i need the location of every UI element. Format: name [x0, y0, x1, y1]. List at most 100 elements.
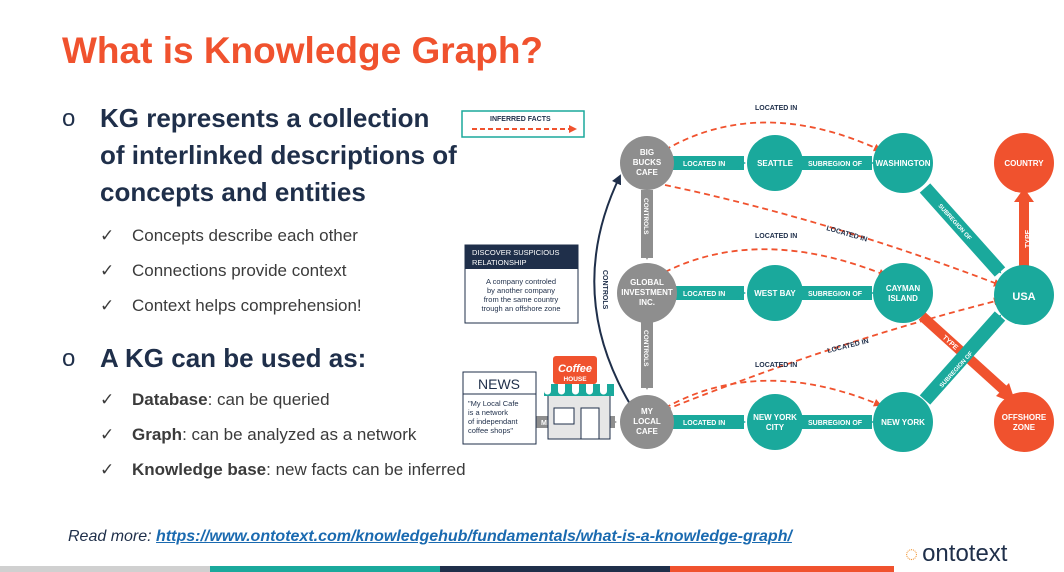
checkmark-icon: ✓ [100, 296, 115, 315]
edge-label-located-in: LOCATED IN [683, 420, 725, 427]
list-item-text: : new facts can be inferred [266, 460, 466, 479]
node-west-bay: WEST BAY [747, 265, 803, 321]
list-item-bold: Knowledge base [132, 460, 267, 479]
ontotext-logo: ◌ontotext [905, 540, 1007, 568]
discover-relationship-box: DISCOVER SUSPICIOUS RELATIONSHIP A compa… [464, 244, 579, 324]
svg-text:WEST BAY: WEST BAY [754, 289, 796, 298]
node-usa: USA [994, 265, 1054, 325]
list-item-text: Connections provide context [132, 261, 347, 280]
svg-text:COUNTRY: COUNTRY [1004, 159, 1044, 168]
svg-text:CAYMAN: CAYMAN [886, 284, 921, 293]
edge-label-subregion-of: SUBREGION OF [808, 291, 863, 298]
svg-text:CAFE: CAFE [636, 427, 658, 436]
svg-text:BUCKS: BUCKS [633, 158, 662, 167]
checkmark-icon: ✓ [100, 425, 115, 444]
edge-label-located-in: LOCATED IN [755, 233, 797, 240]
svg-text:BIG: BIG [640, 148, 654, 157]
edge-label-located-in: LOCATED IN [825, 225, 868, 243]
svg-text:LOCAL: LOCAL [633, 417, 661, 426]
svg-text:NEW YORK: NEW YORK [753, 413, 797, 422]
bullet-circle-icon: o [62, 105, 76, 132]
list-item-text: : can be analyzed as a network [182, 425, 417, 444]
svg-text:CAFE: CAFE [636, 168, 658, 177]
svg-text:MY: MY [641, 407, 654, 416]
node-washington: WASHINGTON [873, 133, 933, 193]
node-new-york-city: NEW YORK CITY [747, 394, 803, 450]
svg-text:OFFSHORE: OFFSHORE [1002, 413, 1047, 422]
legend-inferred-facts: INFERRED FACTS [461, 110, 585, 138]
edge-label-controls: CONTROLS [642, 198, 649, 235]
node-seattle: SEATTLE [747, 135, 803, 191]
read-more-footer: Read more: https://www.ontotext.com/know… [68, 528, 792, 546]
bullet-text: KG represents a collection of interlinke… [100, 103, 457, 207]
footer-bar-segment [210, 566, 440, 572]
list-item-text: Context helps comprehension! [132, 296, 362, 315]
node-global-investment: GLOBAL INVESTMENT INC. [617, 263, 677, 323]
bullet-circle-icon: o [62, 345, 76, 372]
svg-text:coffee shops": coffee shops" [468, 426, 513, 435]
svg-text:USA: USA [1012, 291, 1035, 303]
edge-label-located-in: LOCATED IN [683, 291, 725, 298]
legend-label: INFERRED FACTS [490, 116, 551, 123]
read-more-link[interactable]: https://www.ontotext.com/knowledgehub/fu… [156, 528, 792, 545]
svg-text:of independant: of independant [468, 417, 519, 426]
svg-text:trough an offshore zone: trough an offshore zone [481, 304, 560, 313]
node-cayman-island: CAYMAN ISLAND [873, 263, 933, 323]
edge-label-located-in: LOCATED IN [683, 161, 725, 168]
checkmark-icon: ✓ [100, 226, 115, 245]
svg-text:is a network: is a network [468, 408, 508, 417]
edge-label-type: TYPE [1025, 229, 1032, 248]
svg-text:SEATTLE: SEATTLE [757, 159, 794, 168]
coffee-shop-icon: Coffee HOUSE [544, 356, 614, 440]
svg-text:ZONE: ZONE [1013, 423, 1036, 432]
svg-text:"My Local Cafe: "My Local Cafe [468, 399, 519, 408]
svg-text:A company controled: A company controled [486, 277, 556, 286]
list-item-text: Concepts describe each other [132, 226, 358, 245]
edge-label-controls: CONTROLS [601, 270, 608, 310]
edge-label-subregion-of: SUBREGION OF [808, 161, 863, 168]
node-offshore-zone: OFFSHORE ZONE [994, 392, 1054, 452]
news-box: NEWS "My Local Cafe is a network of inde… [462, 371, 537, 445]
checkmark-icon: ✓ [100, 460, 115, 479]
controls-arc: CONTROLS [593, 174, 641, 421]
node-big-bucks-cafe: BIG BUCKS CAFE [620, 136, 674, 190]
read-more-label: Read more: [68, 528, 157, 545]
page-title: What is Knowledge Graph? [62, 30, 544, 71]
edge-label-controls: CONTROLS [642, 330, 649, 367]
footer-bar-segment [0, 566, 210, 572]
svg-text:GLOBAL: GLOBAL [630, 278, 664, 287]
list-item-text: : can be queried [207, 390, 330, 409]
edge-label-located-in: LOCATED IN [755, 362, 797, 369]
logo-text: ontotext [922, 540, 1008, 567]
svg-text:ISLAND: ISLAND [888, 294, 918, 303]
checkmark-icon: ✓ [100, 390, 115, 409]
ontotext-ring-icon: ◌ [905, 541, 919, 566]
inferred-edges [664, 121, 1002, 411]
svg-text:from the same country: from the same country [484, 295, 559, 304]
svg-text:by another company: by another company [487, 286, 555, 295]
footer-bar-segment [670, 566, 894, 572]
svg-text:CITY: CITY [766, 423, 785, 432]
node-country: COUNTRY [994, 133, 1054, 193]
node-new-york: NEW YORK [873, 392, 933, 452]
svg-text:WASHINGTON: WASHINGTON [876, 159, 931, 168]
bullet-text: A KG can be used as: [100, 343, 367, 373]
edge-label-subregion-of: SUBREGION OF [808, 420, 863, 427]
svg-text:NEWS: NEWS [478, 376, 520, 392]
coffee-shop-sign: HOUSE [563, 376, 587, 383]
edge-label-located-in: LOCATED IN [827, 338, 870, 355]
edge-label-subregion-of: SUBREGION OF [937, 203, 973, 242]
svg-text:INC.: INC. [639, 298, 655, 307]
coffee-shop-sign: Coffee [558, 363, 592, 375]
list-item-bold: Database [132, 390, 208, 409]
teal-edges [670, 156, 1006, 429]
svg-text:RELATIONSHIP: RELATIONSHIP [472, 258, 526, 267]
edge-label-located-in: LOCATED IN [755, 105, 797, 112]
footer-bar-segment [440, 566, 670, 572]
checkmark-icon: ✓ [100, 261, 115, 280]
controls-edges: CONTROLS CONTROLS [641, 190, 653, 390]
list-item-bold: Graph [132, 425, 183, 444]
svg-text:INVESTMENT: INVESTMENT [621, 288, 673, 297]
